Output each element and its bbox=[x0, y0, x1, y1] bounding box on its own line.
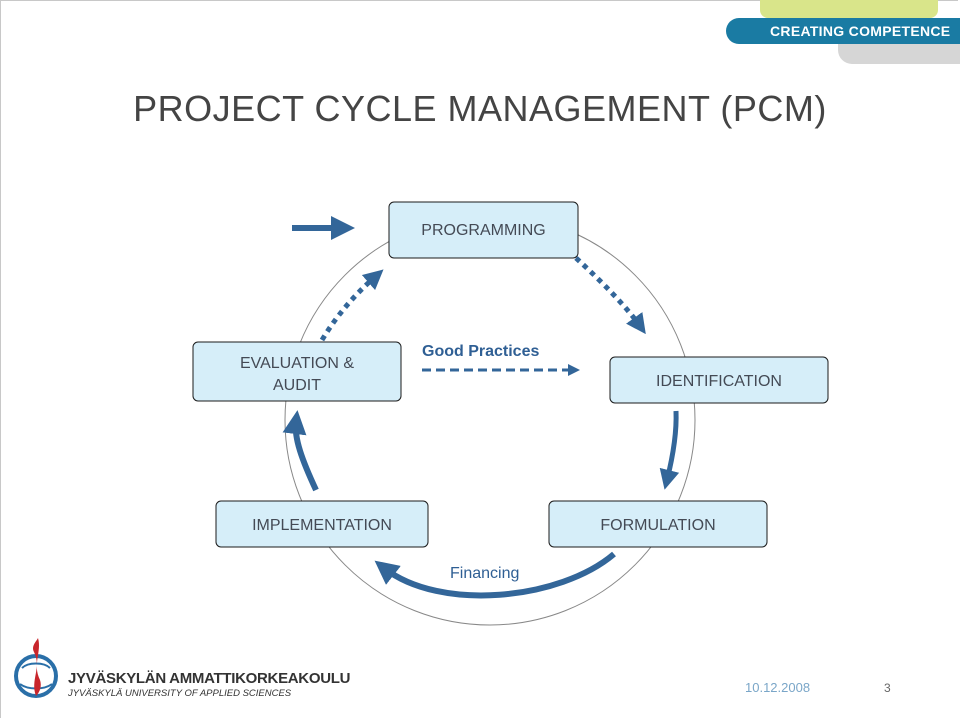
page-title: PROJECT CYCLE MANAGEMENT (PCM) bbox=[133, 88, 827, 129]
stage-identification-label: IDENTIFICATION bbox=[656, 373, 782, 390]
stage-evaluation-label-line2: AUDIT bbox=[273, 377, 321, 394]
header-gray-band bbox=[838, 40, 960, 64]
header-blue-band bbox=[726, 18, 960, 44]
stage-evaluation-label-line1: EVALUATION & bbox=[240, 355, 354, 372]
arrow-identification-to-formulation bbox=[659, 410, 680, 490]
stage-formulation[interactable]: FORMULATION bbox=[548, 500, 768, 548]
stage-identification[interactable]: IDENTIFICATION bbox=[609, 356, 829, 404]
stage-programming-label: PROGRAMMING bbox=[421, 222, 545, 239]
arrow-formulation-to-implementation bbox=[374, 551, 616, 599]
good-practices-label: Good Practices bbox=[422, 343, 539, 360]
org-name-english: JYVÄSKYLÄ UNIVERSITY OF APPLIED SCIENCES bbox=[68, 688, 292, 699]
financing-label: Financing bbox=[450, 565, 519, 582]
arrow-implementation-to-evaluation bbox=[282, 410, 319, 492]
arrow-programming-to-identification bbox=[574, 256, 646, 335]
org-name-finnish: JYVÄSKYLÄN AMMATTIKORKEAKOULU bbox=[68, 670, 351, 687]
stage-evaluation-audit[interactable]: EVALUATION & AUDIT bbox=[192, 341, 402, 402]
arrow-evaluation-to-programming bbox=[319, 269, 384, 342]
stage-implementation-label: IMPLEMENTATION bbox=[252, 517, 392, 534]
header-yellow-band bbox=[760, 0, 938, 18]
slide-date: 10.12.2008 bbox=[745, 680, 811, 695]
stage-programming[interactable]: PROGRAMMING bbox=[388, 201, 579, 259]
page-number: 3 bbox=[884, 681, 891, 695]
university-logo-icon bbox=[14, 638, 58, 698]
stage-implementation[interactable]: IMPLEMENTATION bbox=[215, 500, 429, 548]
stage-formulation-label: FORMULATION bbox=[600, 517, 715, 534]
brand-label: CREATING COMPETENCE bbox=[770, 23, 951, 39]
cycle-circle bbox=[284, 214, 696, 626]
